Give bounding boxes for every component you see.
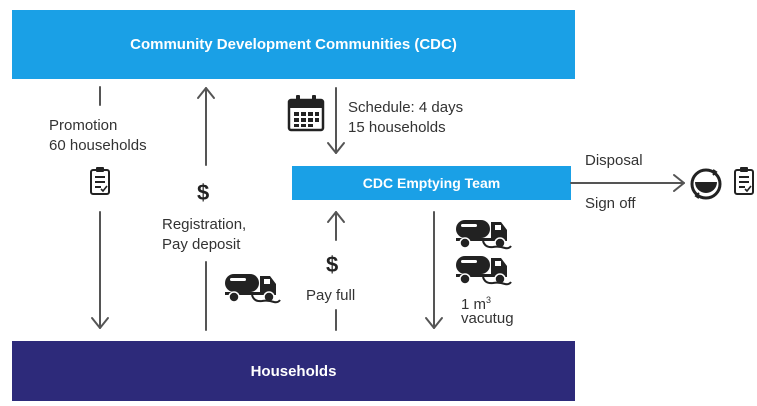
households-label: Households bbox=[250, 362, 337, 380]
deposit-dollar-icon: $ bbox=[197, 180, 210, 205]
promotion-label: Promotion bbox=[49, 117, 118, 134]
sign-off-label: Sign off bbox=[585, 195, 636, 212]
schedule-arrowhead bbox=[327, 142, 345, 154]
volume-label: 1 m3 bbox=[461, 290, 491, 315]
treatment-plant-icon bbox=[690, 168, 722, 200]
emptying-team-label: CDC Emptying Team bbox=[362, 175, 501, 191]
pay-full-label: Pay full bbox=[306, 287, 356, 304]
vacutug-label: vacutug bbox=[461, 310, 514, 327]
vacuum-truck-icon bbox=[225, 274, 281, 304]
vacuum-truck-icon bbox=[456, 220, 512, 250]
disposal-arrowhead bbox=[673, 174, 685, 192]
emptying-team-box: CDC Emptying Team bbox=[292, 166, 571, 200]
pay-full-arrowhead bbox=[327, 211, 345, 223]
pay-full-dollar-icon: $ bbox=[326, 252, 339, 277]
calendar-icon bbox=[287, 95, 325, 132]
promotion-count-label: 60 households bbox=[49, 137, 147, 154]
households-box: Households bbox=[12, 341, 575, 401]
checklist-icon bbox=[734, 167, 754, 195]
cdc-box: Community Development Communities (CDC) bbox=[12, 10, 575, 79]
volume-exponent: 3 bbox=[486, 295, 492, 305]
disposal-label: Disposal bbox=[585, 152, 643, 169]
schedule-households-label: 15 households bbox=[348, 119, 446, 136]
checklist-icon bbox=[90, 167, 110, 195]
cdc-box-label: Community Development Communities (CDC) bbox=[130, 36, 457, 53]
vacutug-arrowhead bbox=[425, 317, 443, 329]
vacuum-truck-icon bbox=[456, 256, 512, 286]
pay-deposit-label: Pay deposit bbox=[162, 236, 241, 253]
schedule-label: Schedule: 4 days bbox=[348, 99, 464, 116]
volume-value: 1 m bbox=[461, 296, 487, 313]
registration-label: Registration, bbox=[162, 216, 247, 233]
promotion-arrowhead bbox=[91, 317, 109, 329]
registration-arrowhead bbox=[197, 87, 215, 99]
